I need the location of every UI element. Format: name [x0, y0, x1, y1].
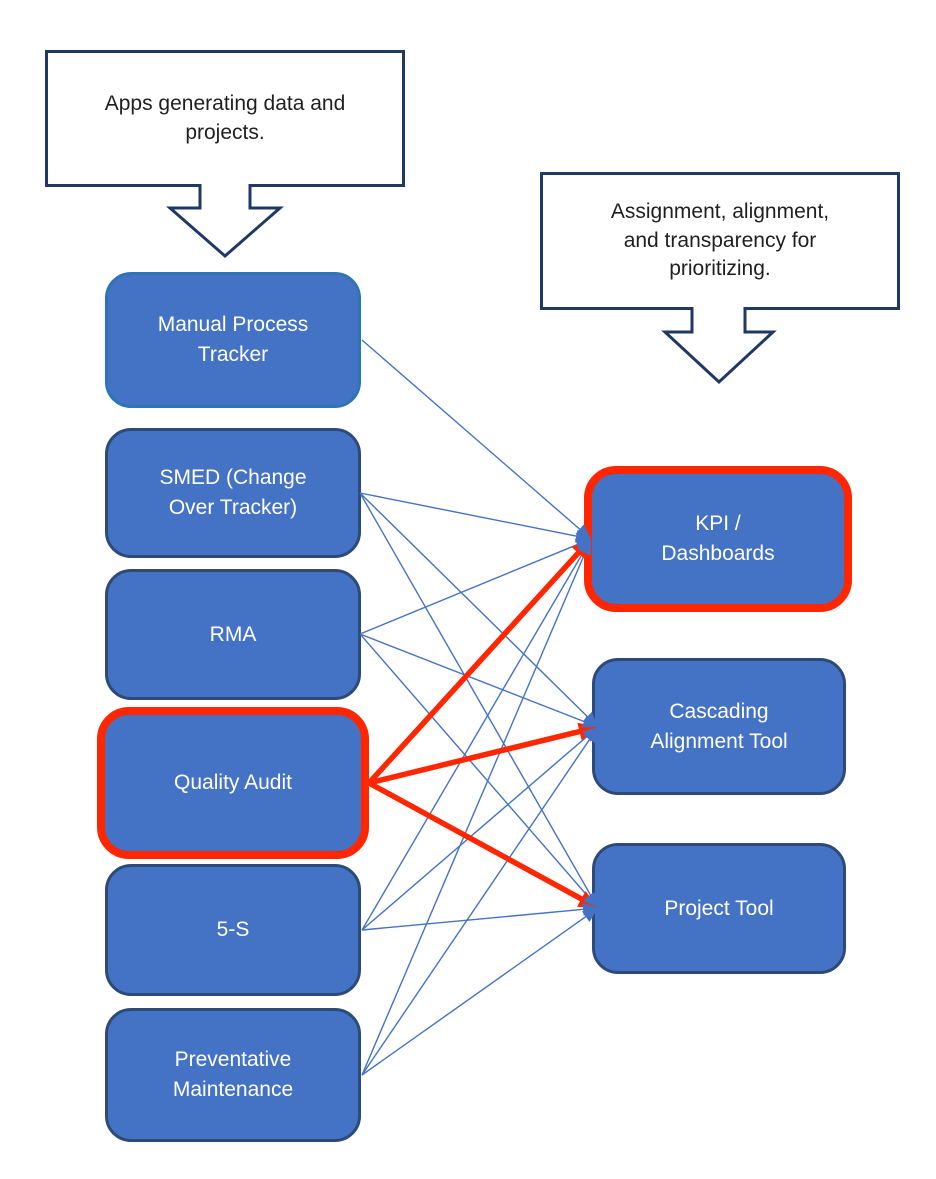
callout-apps-text: Apps generating data and projects. — [104, 91, 346, 144]
node-project-tool: Project Tool — [592, 843, 846, 974]
connector-line — [359, 492, 580, 538]
down-arrow-icon-left — [166, 184, 284, 258]
node-project-tool-label: Project Tool — [664, 896, 774, 920]
node-rma-label: RMA — [209, 622, 257, 646]
connector-line — [366, 548, 583, 785]
connector-line — [359, 542, 581, 635]
node-kpi-dashboards: KPI / Dashboards — [584, 466, 852, 612]
node-manual-process-tracker: Manual Process Tracker — [105, 272, 361, 408]
node-cascading-alignment-tool: Cascading Alignment Tool — [592, 658, 846, 795]
callout-assignment-text: Assignment, alignment, and transparency … — [610, 199, 830, 281]
connector-line — [361, 339, 583, 532]
connector-line — [361, 914, 589, 1076]
callout-assignment-alignment: Assignment, alignment, and transparency … — [540, 172, 900, 310]
connector-line — [359, 633, 591, 900]
node-preventative-maintenance: Preventative Maintenance — [105, 1008, 361, 1142]
node-kpi-dashboards-label: KPI / Dashboards — [661, 512, 775, 565]
connector-line — [367, 780, 586, 903]
connector-line — [361, 549, 586, 931]
connector-line — [361, 734, 590, 931]
node-preventative-maintenance-label: Preventative Maintenance — [172, 1048, 294, 1101]
connector-line — [359, 633, 588, 724]
node-quality-audit-label: Quality Audit — [174, 771, 292, 795]
connector-line — [361, 908, 587, 931]
down-arrow-icon-right — [661, 307, 777, 385]
node-cascading-alignment-tool-label: Cascading Alignment Tool — [650, 699, 788, 753]
connector-line — [359, 492, 590, 720]
connector-line — [368, 728, 584, 786]
red-lines — [366, 548, 586, 903]
node-quality-audit: Quality Audit — [97, 707, 369, 859]
node-rma: RMA — [105, 569, 361, 700]
connector-line — [359, 492, 593, 898]
connector-line — [361, 736, 592, 1076]
connector-line — [361, 549, 587, 1076]
node-five-s-label: 5-S — [216, 918, 250, 942]
callout-apps-generating: Apps generating data and projects. — [45, 50, 405, 187]
node-five-s: 5-S — [105, 864, 361, 996]
blue-lines — [359, 339, 593, 1076]
node-smed-label: SMED (Change Over Tracker) — [159, 466, 307, 519]
node-manual-process-tracker-label: Manual Process Tracker — [157, 313, 309, 366]
node-smed: SMED (Change Over Tracker) — [105, 428, 361, 558]
